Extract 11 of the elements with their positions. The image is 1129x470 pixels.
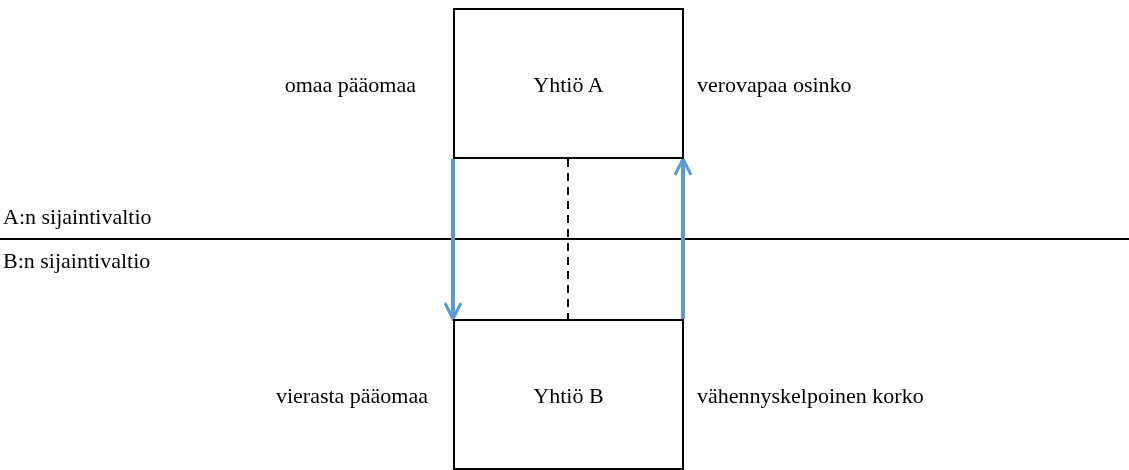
state-label: A:n sijaintivaltio: [3, 204, 152, 230]
flow-label: omaa pääomaa: [284, 72, 416, 98]
dashed-line: [567, 158, 569, 320]
state-label: B:n sijaintivaltio: [3, 248, 151, 274]
company-name: Yhtiö B: [532, 383, 605, 409]
arrow: [673, 157, 693, 319]
company-name: Yhtiö A: [532, 72, 605, 98]
arrow: [443, 159, 463, 321]
flow-label: verovapaa osinko: [697, 72, 852, 98]
flow-label: vähennyskelpoinen korko: [697, 383, 924, 409]
flow-label: vierasta pääomaa: [275, 383, 428, 409]
